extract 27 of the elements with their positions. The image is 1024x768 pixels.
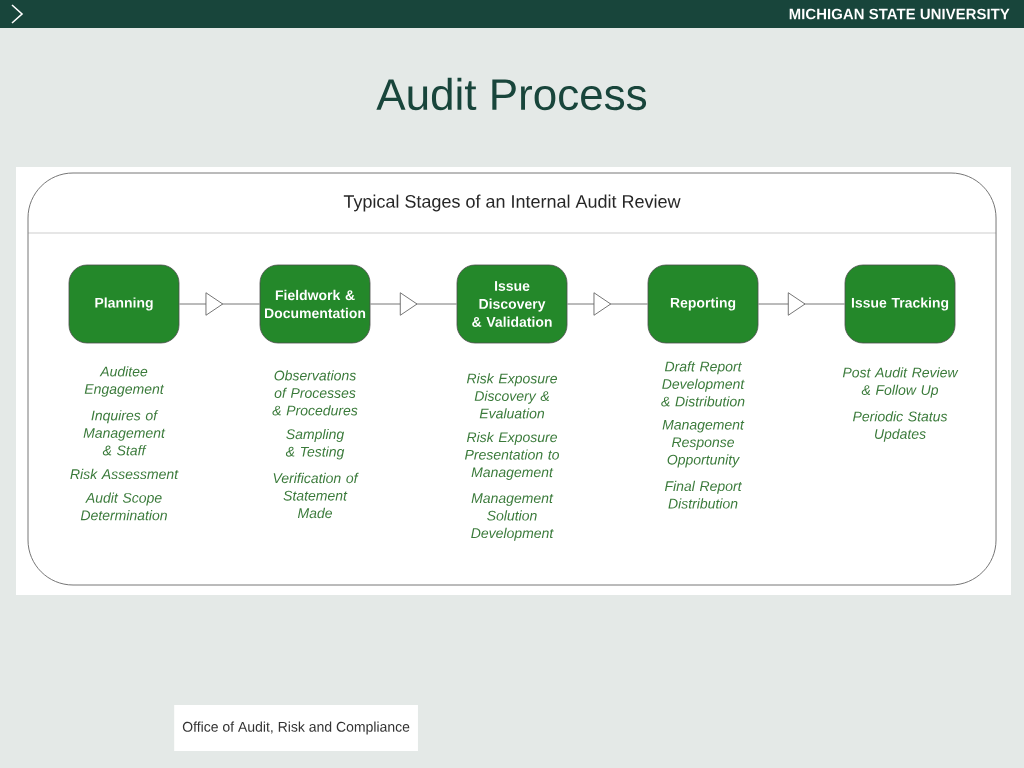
stage-note: Sampling & Testing — [285, 428, 345, 460]
arrow — [566, 292, 649, 316]
stage-note: Risk Assessment — [70, 468, 179, 480]
stage-note: Periodic Status Updates — [852, 411, 948, 442]
stage-box: Planning — [68, 264, 180, 344]
stage-note: Risk Exposure Presentation to Management — [464, 431, 559, 480]
stage-note: Draft Report Development & Distribution — [661, 361, 745, 407]
stage-note: Management Solution Development — [471, 493, 554, 541]
stage-box: Issue Discovery & Validation — [456, 264, 568, 344]
footer-label: Office of Audit, Risk and Compliance — [174, 705, 418, 751]
arrow — [757, 292, 846, 316]
stage-box: Reporting — [647, 264, 759, 344]
arrow — [178, 292, 261, 316]
stage-box: Issue Tracking — [844, 264, 956, 344]
arrow — [369, 292, 458, 316]
stage-note: Risk Exposure Discovery & Evaluation — [466, 373, 557, 419]
stage-note: Final Report Distribution — [664, 480, 742, 509]
stage-note: Inquires of Management & Staff — [83, 410, 166, 456]
stage-note: Audit Scope Determination — [80, 492, 167, 521]
slide-title: Audit Process — [376, 77, 647, 111]
stage-note: Management Response Opportunity — [662, 419, 745, 468]
stage-note: Observations of Processes & Procedures — [272, 370, 358, 416]
stage-note: Post Audit Review & Follow Up — [842, 367, 959, 398]
stage-box: Fieldwork & Documentation — [259, 264, 371, 344]
stage-note: Verification of Statement Made — [273, 472, 359, 519]
stage-note: Auditee Engagement — [84, 366, 165, 397]
header-text: MICHIGAN STATE UNIVERSITY — [789, 8, 1010, 20]
